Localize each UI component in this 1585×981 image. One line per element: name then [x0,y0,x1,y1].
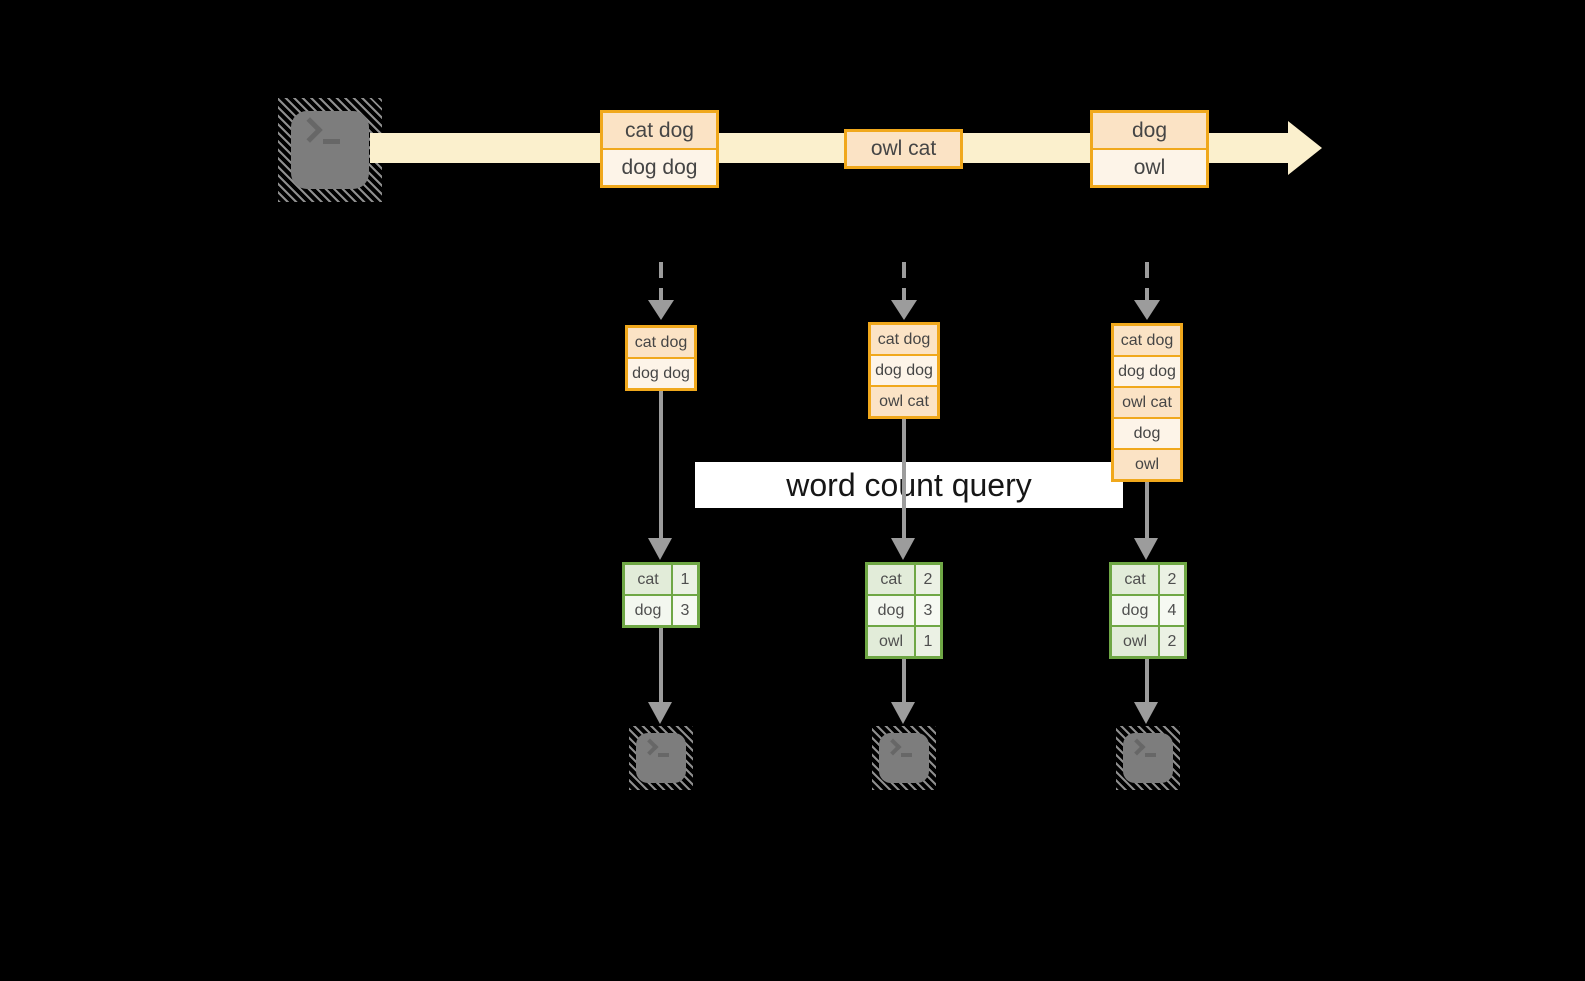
word-cell: cat [625,565,671,594]
count-cell: 2 [916,565,940,594]
count-cell: 3 [916,596,940,625]
dashed-down-arrow-icon [1145,262,1149,302]
buffer-cell: cat dog [628,328,694,357]
prompt-chevron-icon [884,738,902,756]
event-box-2: owl cat [844,129,963,169]
buffer-cell: owl cat [871,387,937,416]
event-cell: owl cat [847,132,960,166]
flow-line [1145,482,1149,538]
dashed-down-arrow-icon [659,262,663,302]
buffer-cell: dog [1114,419,1180,448]
dashed-arrowhead-icon [891,300,917,320]
word-cell: dog [625,596,671,625]
event-box-3: dog owl [1090,110,1209,188]
flow-line [659,628,663,702]
word-cell: owl [1112,627,1158,656]
sink-terminal-icon [872,726,936,790]
stream-right-arrow-icon [1288,121,1322,175]
flow-line [659,391,663,538]
word-cell: dog [868,596,914,625]
buffer-cell: dog dog [628,359,694,388]
event-cell: cat dog [603,113,716,148]
flow-line [902,419,906,538]
buffer-cell: owl cat [1114,388,1180,417]
buffer-cell: dog dog [1114,357,1180,386]
terminal-screen [1123,733,1173,783]
count-cell: 1 [916,627,940,656]
terminal-screen [291,111,369,189]
count-table-1: cat 1 dog 3 [622,562,700,628]
arrowhead-icon [1134,702,1158,724]
terminal-screen [636,733,686,783]
buffer-stack-1: cat dog dog dog [625,325,697,391]
event-cell: owl [1093,150,1206,185]
arrowhead-icon [1134,538,1158,560]
word-cell: dog [1112,596,1158,625]
dashed-arrowhead-icon [1134,300,1160,320]
count-table-2: cat 2 dog 3 owl 1 [865,562,943,659]
count-cell: 4 [1160,596,1184,625]
prompt-chevron-icon [641,738,659,756]
count-cell: 1 [673,565,697,594]
flow-line [902,659,906,702]
prompt-underscore-icon [901,753,912,757]
prompt-underscore-icon [658,753,669,757]
arrowhead-icon [648,702,672,724]
event-cell: dog [1093,113,1206,148]
event-cell: dog dog [603,150,716,185]
count-cell: 3 [673,596,697,625]
dashed-down-arrow-icon [902,262,906,302]
count-cell: 2 [1160,627,1184,656]
sink-terminal-icon [629,726,693,790]
terminal-screen [879,733,929,783]
buffer-cell: dog dog [871,356,937,385]
dashed-arrowhead-icon [648,300,674,320]
arrowhead-icon [648,538,672,560]
buffer-cell: owl [1114,450,1180,479]
buffer-cell: cat dog [871,325,937,354]
word-cell: owl [868,627,914,656]
prompt-underscore-icon [323,139,340,144]
count-table-3: cat 2 dog 4 owl 2 [1109,562,1187,659]
word-cell: cat [868,565,914,594]
prompt-underscore-icon [1145,753,1156,757]
source-terminal-icon [278,98,382,202]
prompt-chevron-icon [1128,738,1146,756]
sink-terminal-icon [1116,726,1180,790]
arrowhead-icon [891,538,915,560]
prompt-chevron-icon [297,117,323,143]
arrowhead-icon [891,702,915,724]
flow-line [1145,659,1149,702]
event-box-1: cat dog dog dog [600,110,719,188]
word-cell: cat [1112,565,1158,594]
count-cell: 2 [1160,565,1184,594]
query-banner: word count query [695,462,1123,508]
buffer-cell: cat dog [1114,326,1180,355]
buffer-stack-3: cat dog dog dog owl cat dog owl [1111,323,1183,482]
buffer-stack-2: cat dog dog dog owl cat [868,322,940,419]
